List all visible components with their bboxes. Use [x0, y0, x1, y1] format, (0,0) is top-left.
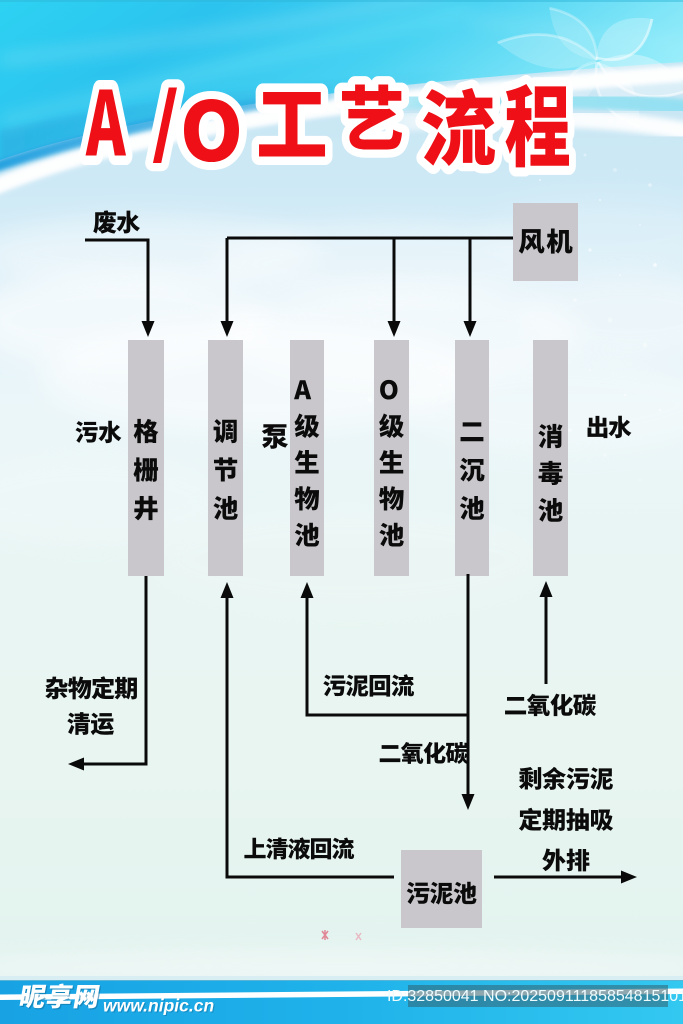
svg-text:www.nipic.cn: www.nipic.cn [104, 997, 215, 1017]
svg-text:www.nipic.cn: www.nipic.cn [103, 996, 214, 1016]
svg-text:ID:32850041 NO:202509111858548: ID:32850041 NO:20250911185854815101 [387, 988, 683, 1005]
